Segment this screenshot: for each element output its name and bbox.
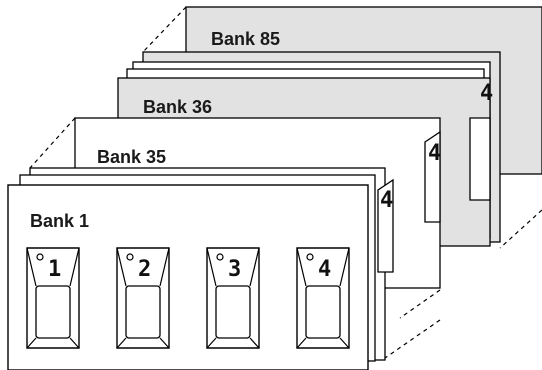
footswitch-led-icon <box>126 253 134 261</box>
svg-text:4: 4 <box>380 188 393 213</box>
front-perspective-lines <box>399 289 441 319</box>
bank-35-label: Bank 35 <box>97 147 166 167</box>
bank-36-peek-switch: 4 <box>469 81 493 201</box>
bank-36-label: Bank 36 <box>143 97 212 117</box>
footswitch-number: 1 <box>48 257 61 282</box>
bank-1-label: Bank 1 <box>30 211 89 231</box>
footswitch-4: 4 <box>296 247 350 349</box>
footswitch-3: 3 <box>206 247 260 349</box>
footswitch-led-icon <box>306 253 314 261</box>
footswitch-2: 2 <box>116 247 170 349</box>
bank-1-back-peek-switch: 4 <box>377 178 394 273</box>
footswitch-number: 3 <box>228 257 241 282</box>
footswitch-1: 1 <box>26 247 80 349</box>
footswitch-led-icon <box>216 253 224 261</box>
footswitch-led-icon <box>36 253 44 261</box>
bank-35-peek-switch: 4 <box>424 130 441 223</box>
footswitch-number: 2 <box>138 257 151 282</box>
footswitch-row: 1 2 3 4 <box>26 247 350 349</box>
bank-85-label: Bank 85 <box>211 29 280 49</box>
footswitch-number: 4 <box>318 257 331 282</box>
bank-1-group: Bank 1 1 2 3 4 <box>7 184 369 370</box>
svg-text:4: 4 <box>480 81 493 106</box>
svg-text:4: 4 <box>428 141 441 166</box>
